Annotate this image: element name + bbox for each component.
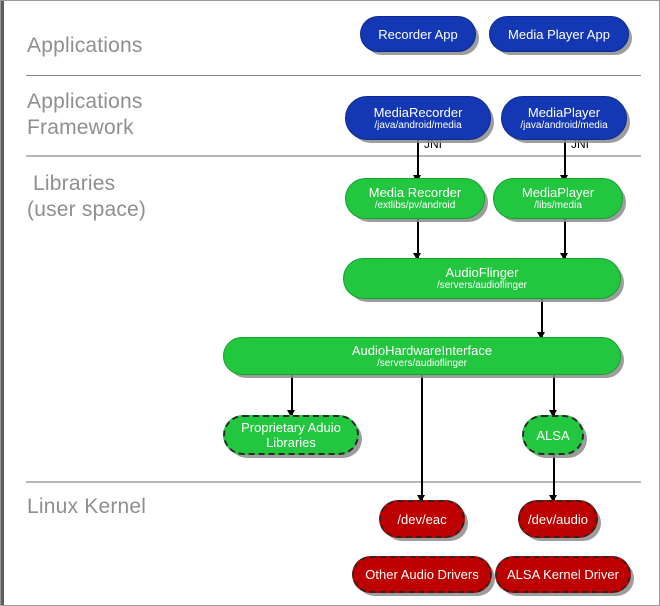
separator-kernel: [26, 481, 641, 483]
connector-audioflinger-to-audiohardwareinterface: [541, 299, 543, 337]
node-subtitle: /extlibs/pv/android: [374, 200, 456, 211]
node-title: ALSA Kernel Driver: [507, 567, 619, 582]
arrowhead-audioflinger-to-audiohardwareinterface: [537, 332, 545, 339]
connector-mediaplayer-jni: [564, 140, 566, 181]
node-title: MediaPlayer: [527, 104, 601, 120]
node-title: MediaPlayer: [521, 185, 595, 200]
node-media-player-app[interactable]: Media Player App: [489, 16, 629, 52]
node-title: Media Recorder: [368, 185, 462, 200]
node-title: /dev/eac: [397, 511, 447, 527]
arrowhead-mediaplayer-to-audioflinger: [560, 253, 568, 260]
separator-applications: [26, 75, 641, 76]
node-title: Other Audio Drivers: [365, 567, 479, 582]
node-media-recorder-lib[interactable]: Media Recorder /extlibs/pv/android: [345, 178, 485, 219]
arrowhead-mediarecorder-to-audioflinger: [413, 253, 421, 260]
connector-mediarecorder-jni: [417, 140, 419, 181]
node-title: MediaRecorder: [373, 104, 463, 120]
arrowhead-ahi-to-dev-eac: [417, 495, 425, 502]
node-alsa-kernel-driver[interactable]: ALSA Kernel Driver: [495, 556, 631, 593]
connector-ahi-to-dev-eac: [421, 375, 423, 500]
node-recorder-app[interactable]: Recorder App: [360, 16, 476, 52]
connector-ahi-to-alsa: [553, 375, 555, 415]
node-mediarecorder-framework[interactable]: MediaRecorder /java/android/media: [345, 96, 491, 140]
node-dev-audio[interactable]: /dev/audio: [518, 500, 598, 538]
separator-framework: [26, 155, 641, 157]
node-subtitle: /servers/audioflinger: [376, 357, 468, 369]
node-title: Recorder App: [378, 26, 458, 42]
node-alsa[interactable]: ALSA: [522, 415, 584, 455]
node-dev-eac[interactable]: /dev/eac: [379, 500, 465, 538]
node-proprietary-audio-libraries[interactable]: Proprietary Aduio Libraries: [223, 415, 359, 455]
node-title: Proprietary Aduio: [241, 420, 341, 435]
layer-label-libraries: Libraries (user space): [27, 172, 147, 221]
connector-mediaplayer-to-audioflinger: [564, 219, 566, 259]
node-audioflinger[interactable]: AudioFlinger /servers/audioflinger: [343, 258, 621, 299]
layer-label-applications: Applications: [27, 34, 143, 57]
node-subtitle: /java/android/media: [520, 119, 608, 131]
node-title: ALSA: [536, 427, 570, 443]
node-mediaplayer-lib[interactable]: MediaPlayer /libs/media: [493, 178, 623, 219]
node-mediaplayer-framework[interactable]: MediaPlayer /java/android/media: [501, 96, 627, 140]
node-subtitle: Libraries: [266, 435, 316, 450]
arrowhead-ahi-to-proprietary-libs: [287, 410, 295, 417]
frame-left-border: [1, 1, 4, 605]
node-subtitle: /java/android/media: [374, 119, 462, 131]
arrowhead-ahi-to-alsa: [549, 410, 557, 417]
layer-label-applications-framework: Applications Framework: [27, 90, 143, 139]
node-subtitle: /libs/media: [534, 200, 582, 211]
node-audiohardwareinterface[interactable]: AudioHardwareInterface /servers/audiofli…: [223, 337, 621, 375]
node-title: /dev/audio: [528, 511, 588, 527]
connector-label-jni-right: JNI: [571, 137, 589, 151]
layer-label-linux-kernel: Linux Kernel: [27, 495, 147, 518]
arrowhead-alsa-to-dev-audio: [549, 495, 557, 502]
node-other-audio-drivers[interactable]: Other Audio Drivers: [352, 556, 492, 593]
node-subtitle: /servers/audioflinger: [436, 280, 528, 291]
connector-alsa-to-dev-audio: [553, 455, 555, 500]
node-title: Media Player App: [508, 26, 610, 42]
connector-label-jni-left: JNI: [424, 137, 442, 151]
node-title: AudioFlinger: [445, 265, 519, 280]
connector-mediarecorder-to-audioflinger: [417, 219, 419, 259]
connector-ahi-to-proprietary-libs: [291, 375, 293, 415]
node-title: AudioHardwareInterface: [351, 342, 493, 358]
